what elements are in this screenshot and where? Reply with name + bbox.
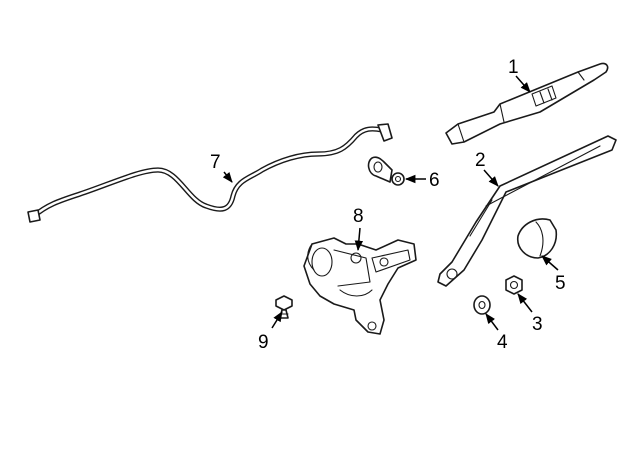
leader-7 [222,171,233,183]
callout-4: 4 [497,332,508,353]
leader-1 [515,75,531,93]
wiper-blade [445,62,609,145]
leader-3 [517,293,533,313]
callout-1: 1 [508,57,519,78]
callout-9: 9 [258,332,269,353]
wiper-motor [303,237,417,335]
callout-5: 5 [555,273,566,294]
washer-hose [27,123,393,223]
wiper-arm [437,135,617,287]
callout-6: 6 [429,170,440,191]
callout-8: 8 [353,206,364,227]
callout-2: 2 [475,150,486,171]
leader-9 [271,311,283,329]
leader-4 [485,313,499,331]
leader-8 [354,227,364,252]
washer [473,295,491,315]
leader-5 [541,255,559,271]
bolt [275,295,293,319]
callout-3: 3 [532,314,543,335]
leader-2 [483,169,499,187]
nut [505,275,523,295]
callout-7: 7 [210,152,221,173]
hose-connector [367,156,405,186]
pivot-cap [516,218,558,259]
